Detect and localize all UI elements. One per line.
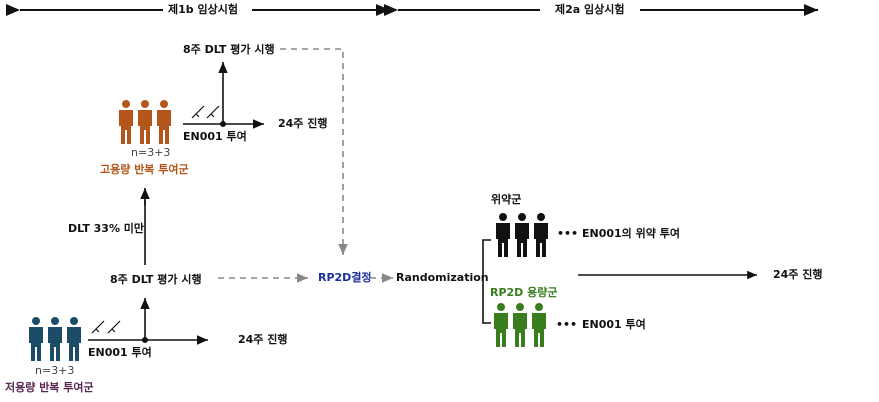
- low-n-label: n=3+3: [35, 364, 75, 377]
- placebo-people-icon: [496, 213, 548, 257]
- rp2d-people-icon: [494, 303, 546, 347]
- rp2d-label: RP2D결정: [318, 271, 372, 284]
- low-progress-label: 24주 진행: [238, 333, 288, 346]
- rp2d-dots: •••: [556, 318, 578, 331]
- high-eval-label: 8주 DLT 평가 시행: [183, 43, 275, 56]
- high-group-name: 고용량 반복 투여군: [100, 163, 189, 176]
- rp2d-group-name: RP2D 용량군: [490, 286, 558, 299]
- low-group-name: 저용량 반복 투여군: [5, 381, 94, 394]
- high-dose-people-icon: [119, 100, 171, 144]
- randomization-label: Randomization: [396, 271, 489, 284]
- phase2-progress-label: 24주 진행: [773, 268, 823, 281]
- phase1b-label: 제1b 임상시험: [168, 3, 238, 16]
- high-dose-label: EN001 투여: [183, 130, 247, 143]
- placebo-dots: •••: [557, 227, 579, 240]
- low-dose-label: EN001 투여: [88, 346, 152, 359]
- high-progress-label: 24주 진행: [278, 117, 328, 130]
- rp2d-desc: EN001 투여: [582, 318, 646, 331]
- phase2a-label: 제2a 임상시험: [555, 3, 625, 16]
- placebo-desc: EN001의 위약 투여: [582, 227, 680, 240]
- placebo-group-name: 위약군: [491, 193, 522, 206]
- syringe-icons: [91, 105, 220, 334]
- high-n-label: n=3+3: [131, 146, 171, 159]
- condition-label: DLT 33% 미만: [68, 222, 145, 235]
- low-eval-label: 8주 DLT 평가 시행: [110, 273, 202, 286]
- low-dose-people-icon: [29, 317, 81, 361]
